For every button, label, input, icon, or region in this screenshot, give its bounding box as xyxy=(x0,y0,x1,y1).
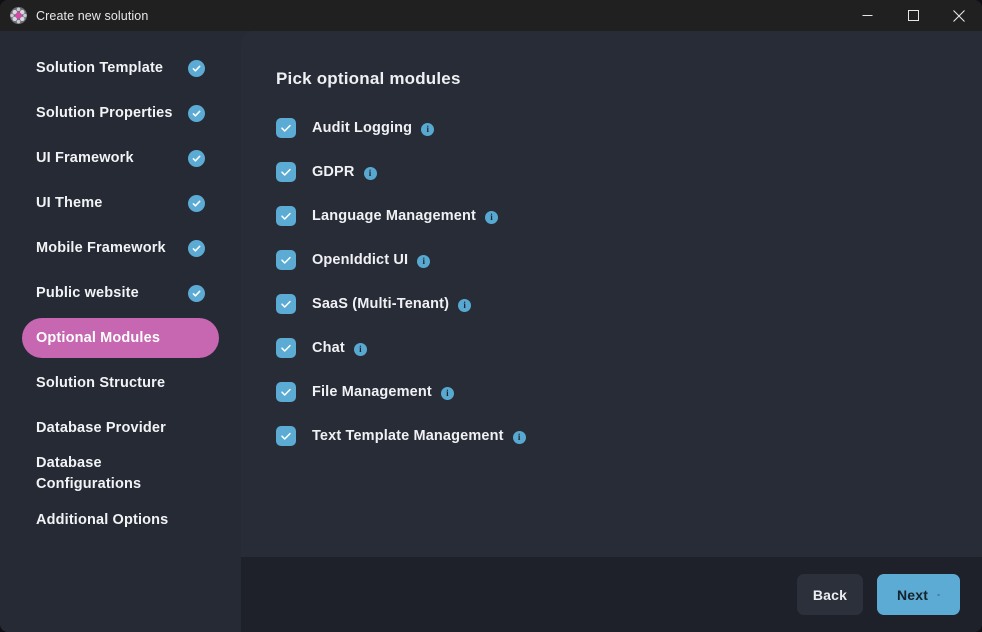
module-label: SaaS (Multi-Tenant) xyxy=(312,296,450,312)
module-row: Text Template Management i xyxy=(276,423,982,449)
module-row: OpenIddict UI i xyxy=(276,247,982,273)
info-icon-glyph: i xyxy=(463,299,466,310)
info-icon-glyph: i xyxy=(359,343,362,354)
checkbox-gdpr[interactable] xyxy=(276,162,296,182)
module-label: Chat xyxy=(312,340,345,356)
title-bar-left: Create new solution xyxy=(0,0,844,31)
sidebar-item-label: Solution Template xyxy=(36,59,164,76)
sidebar-item-optional-modules[interactable]: Optional Modules xyxy=(22,318,219,358)
sidebar-item-solution-structure[interactable]: Solution Structure xyxy=(22,363,219,403)
check-circle-icon xyxy=(188,239,205,257)
next-button-label: Next xyxy=(897,586,929,603)
sidebar-item-public-website[interactable]: Public website xyxy=(22,273,219,313)
checkbox-chat[interactable] xyxy=(276,338,296,358)
sidebar-item-label: UI Theme xyxy=(36,194,103,211)
info-icon[interactable]: i xyxy=(440,386,454,400)
next-button[interactable]: Next xyxy=(877,574,960,615)
check-circle-icon xyxy=(188,59,205,77)
module-row: File Management i xyxy=(276,379,982,405)
sidebar-item-mobile-framework[interactable]: Mobile Framework xyxy=(22,228,219,268)
window-title: Create new solution xyxy=(36,8,149,23)
close-button[interactable] xyxy=(936,0,982,31)
sidebar-item-database-configurations[interactable]: Database Configurations xyxy=(22,453,219,495)
check-circle-icon xyxy=(188,149,205,167)
sidebar-item-additional-options[interactable]: Additional Options xyxy=(22,500,219,540)
module-label: GDPR xyxy=(312,164,355,180)
info-icon-glyph: i xyxy=(426,123,429,134)
sidebar-item-label: Optional Modules xyxy=(36,329,161,346)
maximize-button[interactable] xyxy=(890,0,936,31)
sidebar-item-label: Database Provider xyxy=(36,419,166,436)
info-icon-glyph: i xyxy=(368,167,372,178)
sidebar-item-database-provider[interactable]: Database Provider xyxy=(22,408,219,448)
sidebar-item-label: Solution Structure xyxy=(36,374,166,391)
info-icon-glyph: i xyxy=(517,431,521,442)
sidebar-item-label: Additional Options xyxy=(36,511,169,528)
sidebar-item-label: Public website xyxy=(36,284,139,301)
sidebar-item-ui-theme[interactable]: UI Theme xyxy=(22,183,219,223)
wizard-footer: Back Next xyxy=(241,557,982,632)
checkbox-audit-logging[interactable] xyxy=(276,118,296,138)
info-icon[interactable]: i xyxy=(512,430,526,444)
checkbox-openiddict-ui[interactable] xyxy=(276,250,296,270)
module-row: Language Management i xyxy=(276,203,982,229)
checkbox-language-management[interactable] xyxy=(276,206,296,226)
checkbox-text-template-management[interactable] xyxy=(276,426,296,446)
sidebar-item-solution-properties[interactable]: Solution Properties xyxy=(22,93,219,133)
info-icon[interactable]: i xyxy=(363,166,377,180)
module-row: SaaS (Multi-Tenant) i xyxy=(276,291,982,317)
sidebar-footer-fill xyxy=(0,557,241,632)
info-icon[interactable]: i xyxy=(485,210,498,224)
sidebar-item-solution-template[interactable]: Solution Template xyxy=(22,48,219,88)
module-label: Audit Logging xyxy=(312,120,413,136)
info-icon[interactable]: i xyxy=(458,298,472,312)
sidebar-item-label: Mobile Framework xyxy=(36,239,166,256)
arrow-right-icon xyxy=(937,593,940,596)
info-icon[interactable]: i xyxy=(417,254,431,268)
minimize-button[interactable] xyxy=(844,0,890,31)
checkbox-file-management[interactable] xyxy=(276,382,296,402)
info-icon[interactable]: i xyxy=(353,342,367,356)
sidebar-item-ui-framework[interactable]: UI Framework xyxy=(22,138,219,178)
page-title: Pick optional modules xyxy=(276,69,461,88)
window-controls xyxy=(844,0,982,31)
check-circle-icon xyxy=(188,104,205,122)
module-label: Text Template Management xyxy=(312,428,504,444)
check-circle-icon xyxy=(188,284,205,302)
check-circle-icon xyxy=(188,194,205,212)
back-button[interactable]: Back xyxy=(797,574,863,615)
module-label: Language Management xyxy=(312,208,476,224)
title-bar: Create new solution xyxy=(0,0,982,31)
sidebar-item-label: Solution Properties xyxy=(36,104,173,121)
module-row: Audit Logging i xyxy=(276,115,982,141)
info-icon-glyph: i xyxy=(490,211,493,222)
abp-logo-icon xyxy=(10,7,27,24)
module-label: File Management xyxy=(312,384,432,400)
sidebar-item-label: Database Configurations xyxy=(36,455,142,492)
info-icon-glyph: i xyxy=(446,387,449,398)
module-label: OpenIddict UI xyxy=(312,252,409,268)
checkbox-saas-multi-tenant[interactable] xyxy=(276,294,296,314)
info-icon-glyph: i xyxy=(422,255,425,266)
module-row: Chat i xyxy=(276,335,982,361)
sidebar-item-label: UI Framework xyxy=(36,149,134,166)
module-row: GDPR i xyxy=(276,159,982,185)
info-icon[interactable]: i xyxy=(421,122,435,136)
